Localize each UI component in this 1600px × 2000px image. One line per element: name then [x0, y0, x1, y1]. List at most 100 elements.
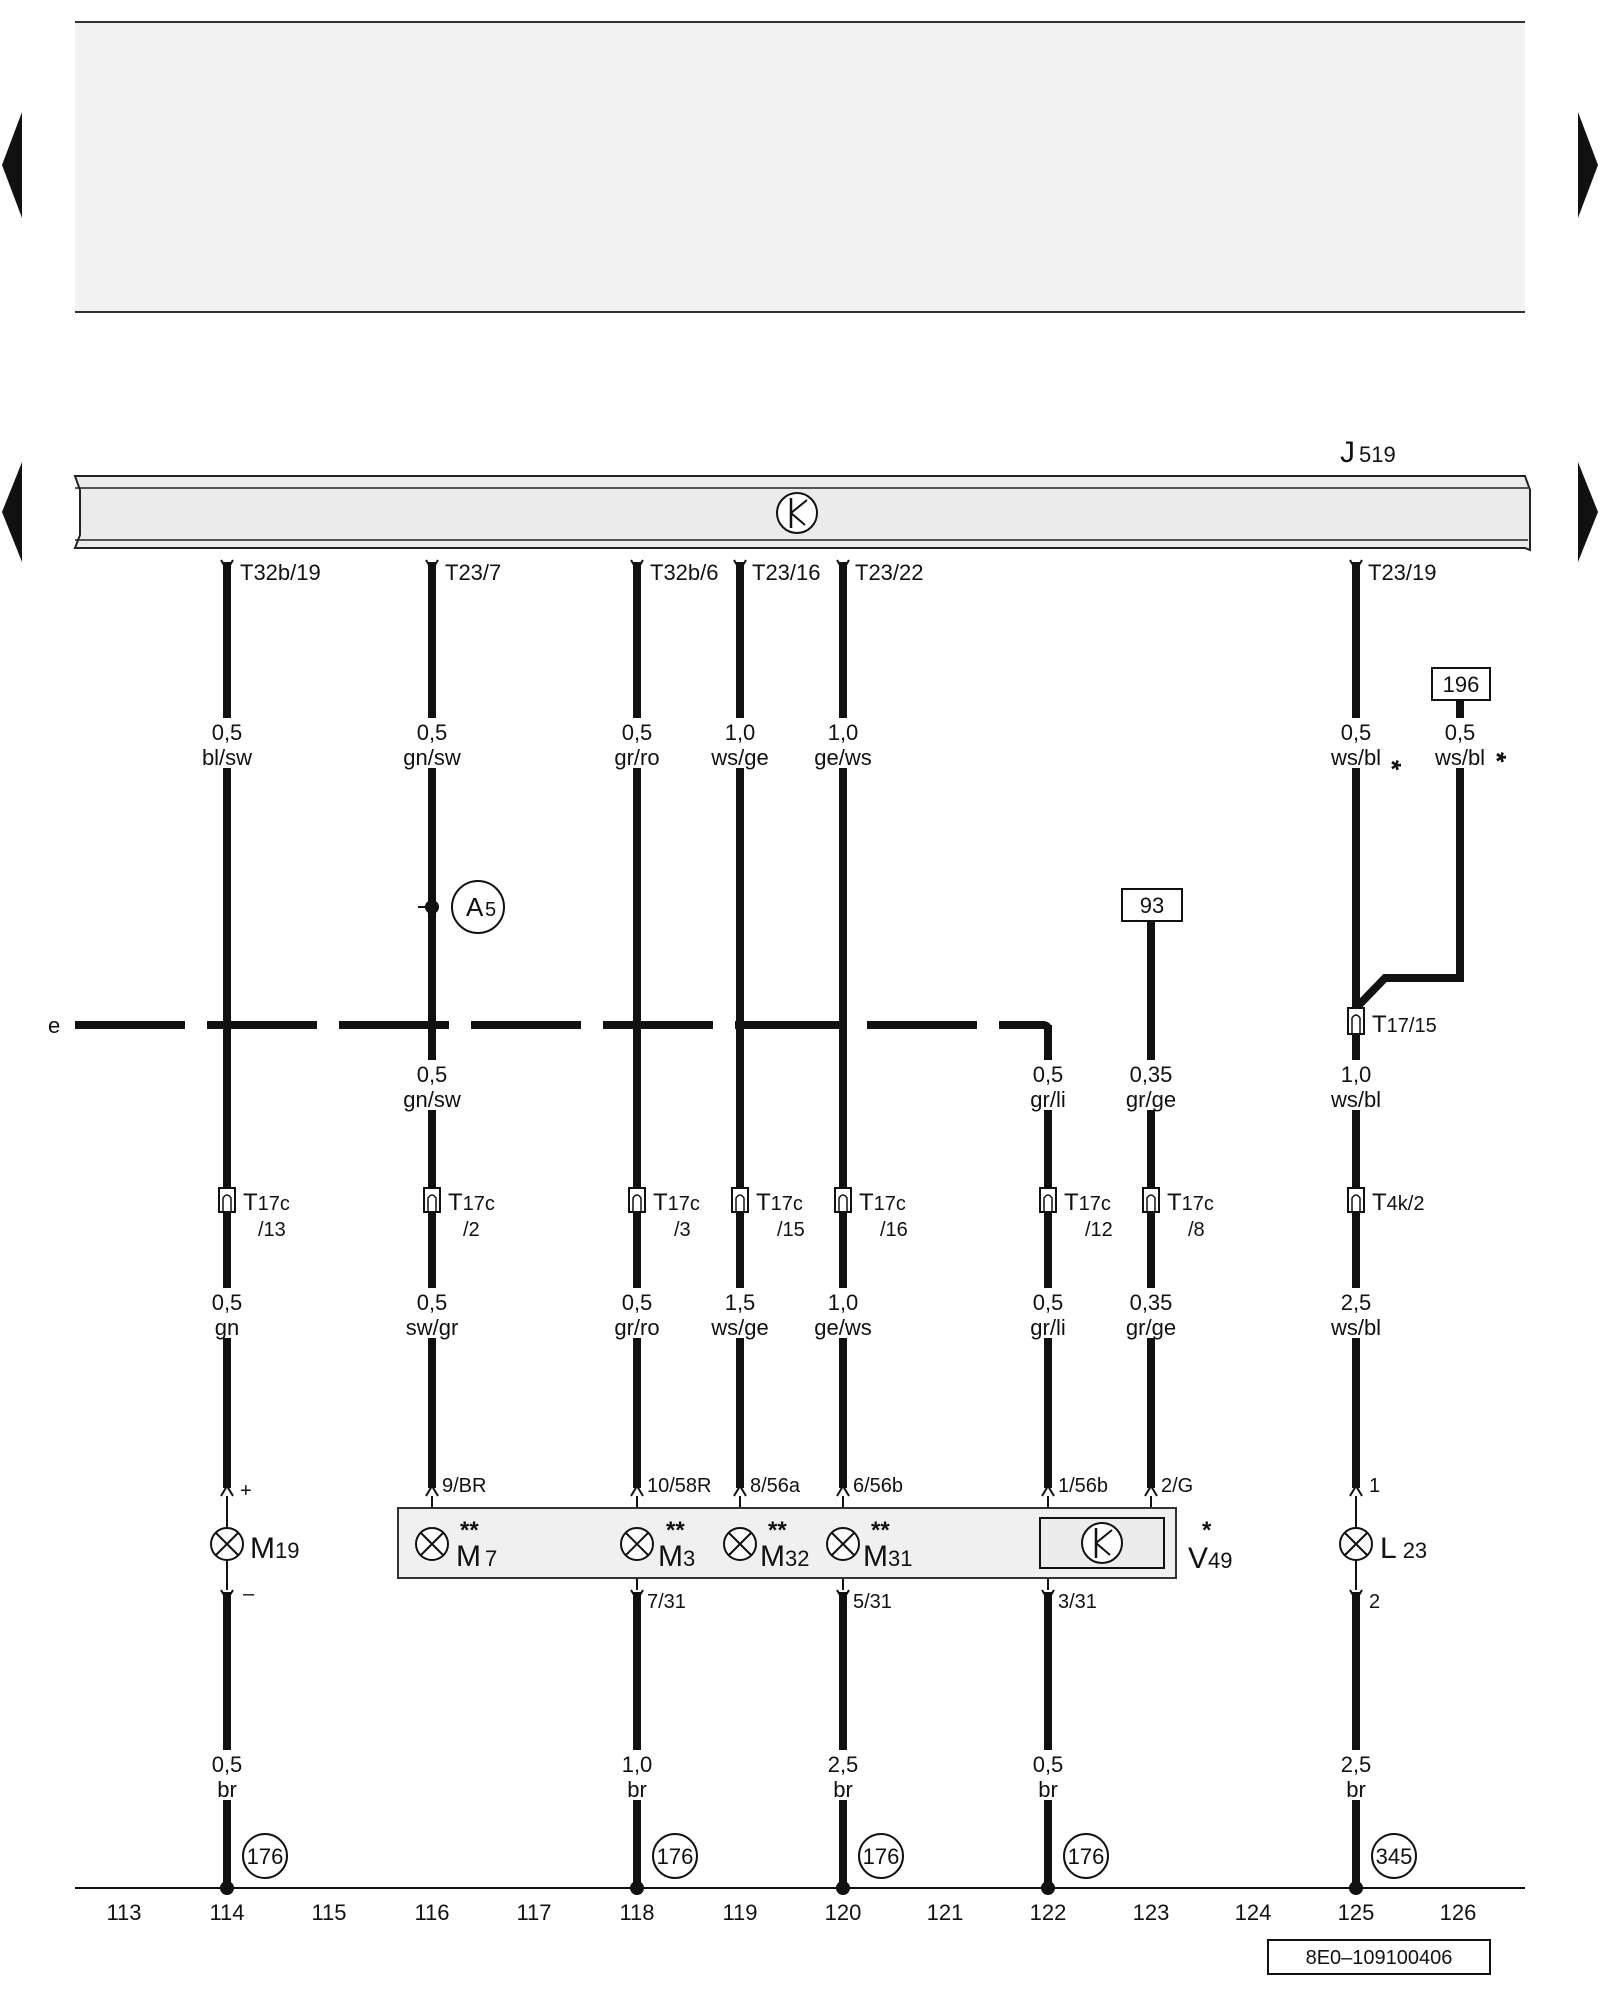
pin-label: 1 [1369, 1475, 1380, 1497]
svg-text:T17c: T17c [448, 1189, 495, 1216]
track-number: 115 [311, 1900, 346, 1925]
track-number: 124 [1235, 1900, 1272, 1925]
wire-size: 1,5 [725, 1290, 756, 1315]
pin-label: T23/19 [1368, 560, 1437, 585]
pin-label: 6/56b [853, 1475, 903, 1497]
svg-text:/16: /16 [880, 1219, 908, 1241]
wire-color: gn [215, 1315, 239, 1340]
wire-color: gn/sw [403, 745, 461, 770]
connector-t17c-13: T17c /13 [218, 1187, 290, 1241]
wire-color: gr/li [1030, 1315, 1065, 1340]
wire-size: 0,35 [1130, 1290, 1173, 1315]
track-number: 116 [414, 1900, 449, 1925]
footnote-mark: ** [768, 1517, 787, 1544]
lamp-l23-icon [1339, 1527, 1373, 1561]
ref-box-196[interactable]: 196 [1431, 667, 1491, 701]
wire-color: br [627, 1777, 647, 1802]
wire-color: ge/ws [814, 1315, 871, 1340]
wire-size: 0,5 [1341, 720, 1372, 745]
ground-ref: 176 [863, 1844, 900, 1869]
component-m3-label: M3 [658, 1540, 695, 1573]
track-number: 126 [1440, 1900, 1477, 1925]
pin-label: 8/56a [750, 1475, 801, 1497]
wire-color: bl/sw [202, 745, 252, 770]
connector-t17c-15: T17c /15 [731, 1187, 805, 1241]
lower-wire-labels: 0,5 gn 0,5 sw/gr 0,5 gr/ro 1,5 ws/ge 1,0… [187, 1288, 1396, 1340]
svg-text:A: A [466, 892, 484, 922]
lamp-m19-icon [210, 1527, 244, 1561]
footnote-mark: ** [666, 1517, 685, 1544]
wire-e: e [48, 1013, 1052, 1038]
pin-label: 1/56b [1058, 1475, 1108, 1497]
wire-color: gr/ro [614, 1315, 659, 1340]
wire-color: ws/bl [1330, 1087, 1381, 1112]
track-number: 118 [619, 1900, 654, 1925]
ground-bus [75, 1881, 1525, 1895]
svg-text:5: 5 [485, 899, 496, 921]
svg-text:T17/15: T17/15 [1372, 1011, 1437, 1038]
top-wire-labels: 0,5 bl/sw 0,5 gn/sw 0,5 gr/ro 1,0 ws/ge … [187, 718, 1500, 770]
wire-size: 1,0 [1341, 1062, 1372, 1087]
svg-text:93: 93 [1140, 893, 1164, 918]
pin-label: 9/BR [442, 1475, 486, 1497]
connector-t17c-8: T17c /8 [1142, 1187, 1214, 1241]
control-unit-symbol-icon [776, 492, 818, 534]
next-page-arrow-icon[interactable] [1578, 112, 1598, 218]
wire-size: 2,5 [828, 1752, 859, 1777]
track-number: 125 [1338, 1900, 1375, 1925]
wire-size: 0,5 [1033, 1752, 1064, 1777]
pin-arrows-top [220, 559, 1363, 572]
header-panel [75, 21, 1525, 313]
svg-text:T4k/2: T4k/2 [1372, 1189, 1424, 1216]
footnote-mark: ** [871, 1517, 890, 1544]
pin-label: 10/58R [647, 1475, 712, 1497]
next-section-arrow-icon[interactable] [1578, 462, 1598, 562]
wire-color: br [217, 1777, 237, 1802]
wire-color: gr/ro [614, 745, 659, 770]
svg-text:T17c: T17c [756, 1189, 803, 1216]
wire-color: gn/sw [403, 1087, 461, 1112]
ground-ref: 345 [1376, 1844, 1413, 1869]
wire-size: 0,5 [1445, 720, 1476, 745]
wire-color: ws/bl [1330, 745, 1381, 770]
top-pin-labels: T32b/19 T23/7 T32b/6 T23/16 T23/22 T23/1… [240, 560, 1437, 585]
prev-section-arrow-icon[interactable] [2, 462, 22, 562]
lamp-m32-icon [723, 1527, 757, 1561]
svg-text:/8: /8 [1188, 1219, 1205, 1241]
wire-color: gr/ge [1126, 1087, 1176, 1112]
component-m32-label: M32 [760, 1540, 809, 1573]
wire-color: gr/ge [1126, 1315, 1176, 1340]
ground-wire-labels: 0,5 br 1,0 br 2,5 br 0,5 br 2,5 br [187, 1750, 1396, 1802]
pin-label: 2/G [1161, 1475, 1193, 1497]
connector-t17c-3: T17c /3 [628, 1187, 700, 1241]
component-pin-arrows [220, 1484, 1363, 1602]
wire-size: 0,5 [417, 1290, 448, 1315]
lamp-icons [210, 1527, 1373, 1561]
wire-size: 0,5 [212, 1752, 243, 1777]
wire-e-label: e [48, 1013, 60, 1038]
svg-text:196: 196 [1443, 672, 1480, 697]
wire-size: 2,5 [1341, 1290, 1372, 1315]
wire-color: ws/ge [710, 1315, 768, 1340]
connector-t17c-12: T17c /12 [1039, 1187, 1113, 1241]
wire-size: 0,5 [417, 1062, 448, 1087]
wire-color: ws/ge [710, 745, 768, 770]
doc-code-box: 8E0–109100406 [1267, 1939, 1491, 1975]
lamp-m3-icon [620, 1527, 654, 1561]
track-number: 123 [1133, 1900, 1170, 1925]
svg-text:T17c: T17c [1064, 1189, 1111, 1216]
wire-color: br [1038, 1777, 1058, 1802]
wire-color: gr/li [1030, 1087, 1065, 1112]
prev-page-arrow-icon[interactable] [2, 112, 22, 218]
footnote-mark: * [1202, 1517, 1212, 1544]
wire-size: 1,0 [828, 1290, 859, 1315]
wire-size: 0,5 [622, 1290, 653, 1315]
wire-size: 0,5 [1033, 1290, 1064, 1315]
track-number: 119 [722, 1900, 757, 1925]
connector-t17c-2: T17c /2 [423, 1187, 495, 1241]
connection-a5: A 5 [418, 880, 505, 934]
ref-box-93[interactable]: 93 [1121, 888, 1183, 922]
wire-size: 0,5 [1033, 1062, 1064, 1087]
